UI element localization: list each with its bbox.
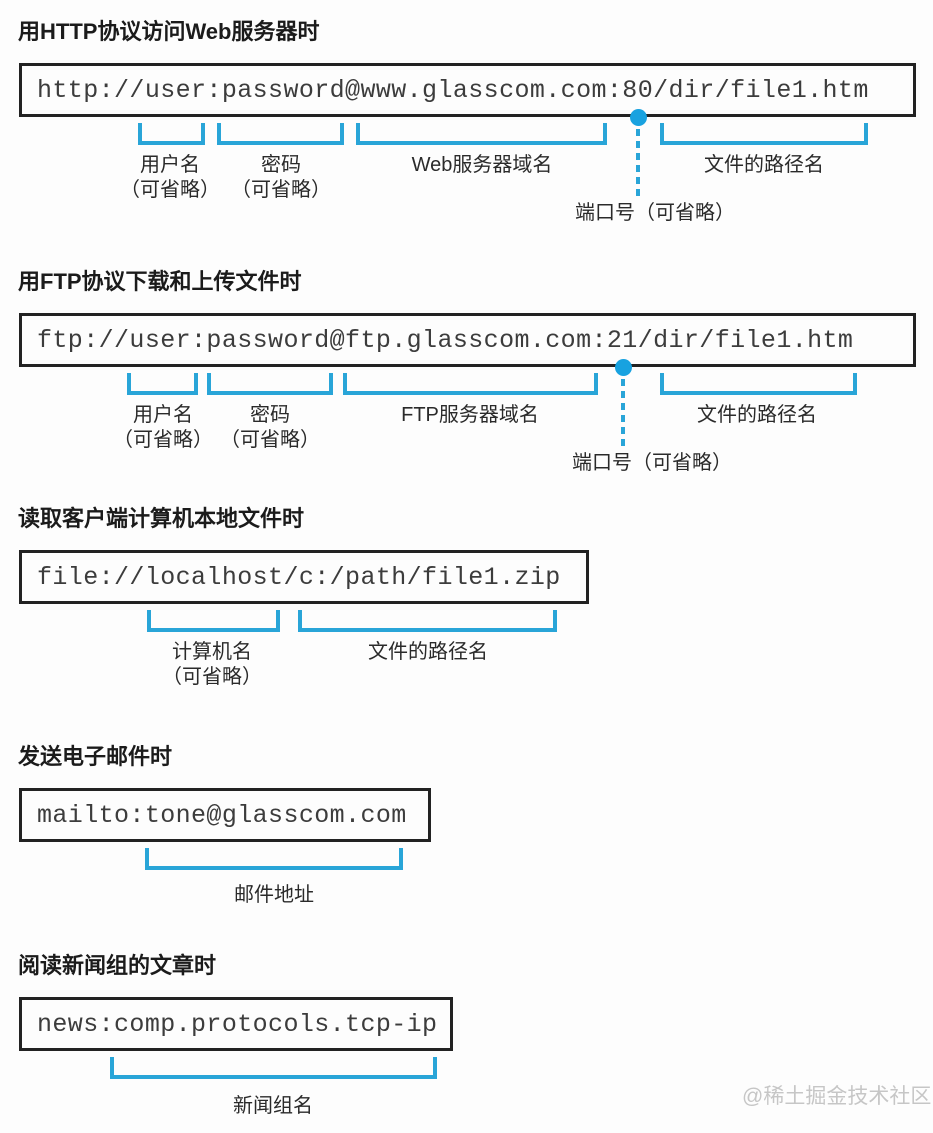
- bracket-sublabel-optional: （可省略）: [120, 179, 220, 201]
- watermark: @稀土掘金技术社区: [742, 1085, 932, 1108]
- bracket-label-password: 密码: [250, 404, 290, 426]
- bracket-label-path: 文件的路径名: [697, 404, 817, 426]
- bracket-label-newsgroup: 新闻组名: [233, 1095, 313, 1117]
- url-box: news:comp.protocols.tcp-ip: [19, 997, 453, 1051]
- span-bracket-email: [145, 848, 403, 870]
- section-title: 阅读新闻组的文章时: [18, 953, 217, 978]
- section-mailto: 发送电子邮件时 mailto:tone@glasscom.com 邮件地址: [0, 743, 933, 923]
- section-title: 用HTTP协议访问Web服务器时: [18, 19, 320, 44]
- span-bracket-hostname: [147, 610, 280, 632]
- bracket-label-path: 文件的路径名: [704, 154, 824, 176]
- section-file: 读取客户端计算机本地文件时 file://localhost/c:/path/f…: [0, 505, 933, 705]
- port-label: 端口号（可省略）: [575, 202, 735, 224]
- span-bracket-password: [207, 373, 333, 395]
- section-http: 用HTTP协议访问Web服务器时 http://user:password@ww…: [0, 18, 933, 248]
- section-title: 发送电子邮件时: [18, 744, 173, 769]
- span-bracket-password: [217, 123, 344, 145]
- url-text: ftp://user:password@ftp.glasscom.com:21/…: [37, 325, 854, 355]
- bracket-sublabel-optional: （可省略）: [162, 666, 262, 688]
- span-bracket-path: [660, 373, 857, 395]
- port-dot-icon: [630, 109, 647, 126]
- span-bracket-domain: [343, 373, 598, 395]
- section-title: 读取客户端计算机本地文件时: [18, 506, 305, 531]
- span-bracket-username: [138, 123, 205, 145]
- bracket-label-username: 用户名: [133, 404, 193, 426]
- bracket-label-hostname: 计算机名: [172, 641, 252, 663]
- bracket-label-email: 邮件地址: [234, 884, 314, 906]
- section-title: 用FTP协议下载和上传文件时: [18, 269, 302, 294]
- port-dashed-line: [636, 117, 640, 197]
- span-bracket-username: [127, 373, 198, 395]
- url-text: news:comp.protocols.tcp-ip: [37, 1009, 438, 1039]
- bracket-sublabel-optional: （可省略）: [231, 179, 331, 201]
- url-box: file://localhost/c:/path/file1.zip: [19, 550, 589, 604]
- url-box: http://user:password@www.glasscom.com:80…: [19, 63, 916, 117]
- span-bracket-path: [298, 610, 557, 632]
- bracket-label-password: 密码: [261, 154, 301, 176]
- bracket-sublabel-optional: （可省略）: [113, 429, 213, 451]
- bracket-label-username: 用户名: [140, 154, 200, 176]
- url-text: file://localhost/c:/path/file1.zip: [37, 562, 561, 592]
- port-dashed-line: [621, 367, 625, 447]
- span-bracket-domain: [356, 123, 607, 145]
- bracket-label-domain: FTP服务器域名: [401, 404, 539, 426]
- url-box: ftp://user:password@ftp.glasscom.com:21/…: [19, 313, 916, 367]
- section-news: 阅读新闻组的文章时 news:comp.protocols.tcp-ip 新闻组…: [0, 952, 933, 1127]
- span-bracket-path: [660, 123, 868, 145]
- span-bracket-newsgroup: [110, 1057, 437, 1079]
- port-label: 端口号（可省略）: [572, 452, 732, 474]
- url-text: http://user:password@www.glasscom.com:80…: [37, 75, 869, 105]
- section-ftp: 用FTP协议下载和上传文件时 ftp://user:password@ftp.g…: [0, 268, 933, 498]
- bracket-label-domain: Web服务器域名: [411, 154, 553, 176]
- bracket-label-path: 文件的路径名: [368, 641, 488, 663]
- url-box: mailto:tone@glasscom.com: [19, 788, 431, 842]
- url-text: mailto:tone@glasscom.com: [37, 800, 407, 830]
- port-dot-icon: [615, 359, 632, 376]
- bracket-sublabel-optional: （可省略）: [220, 429, 320, 451]
